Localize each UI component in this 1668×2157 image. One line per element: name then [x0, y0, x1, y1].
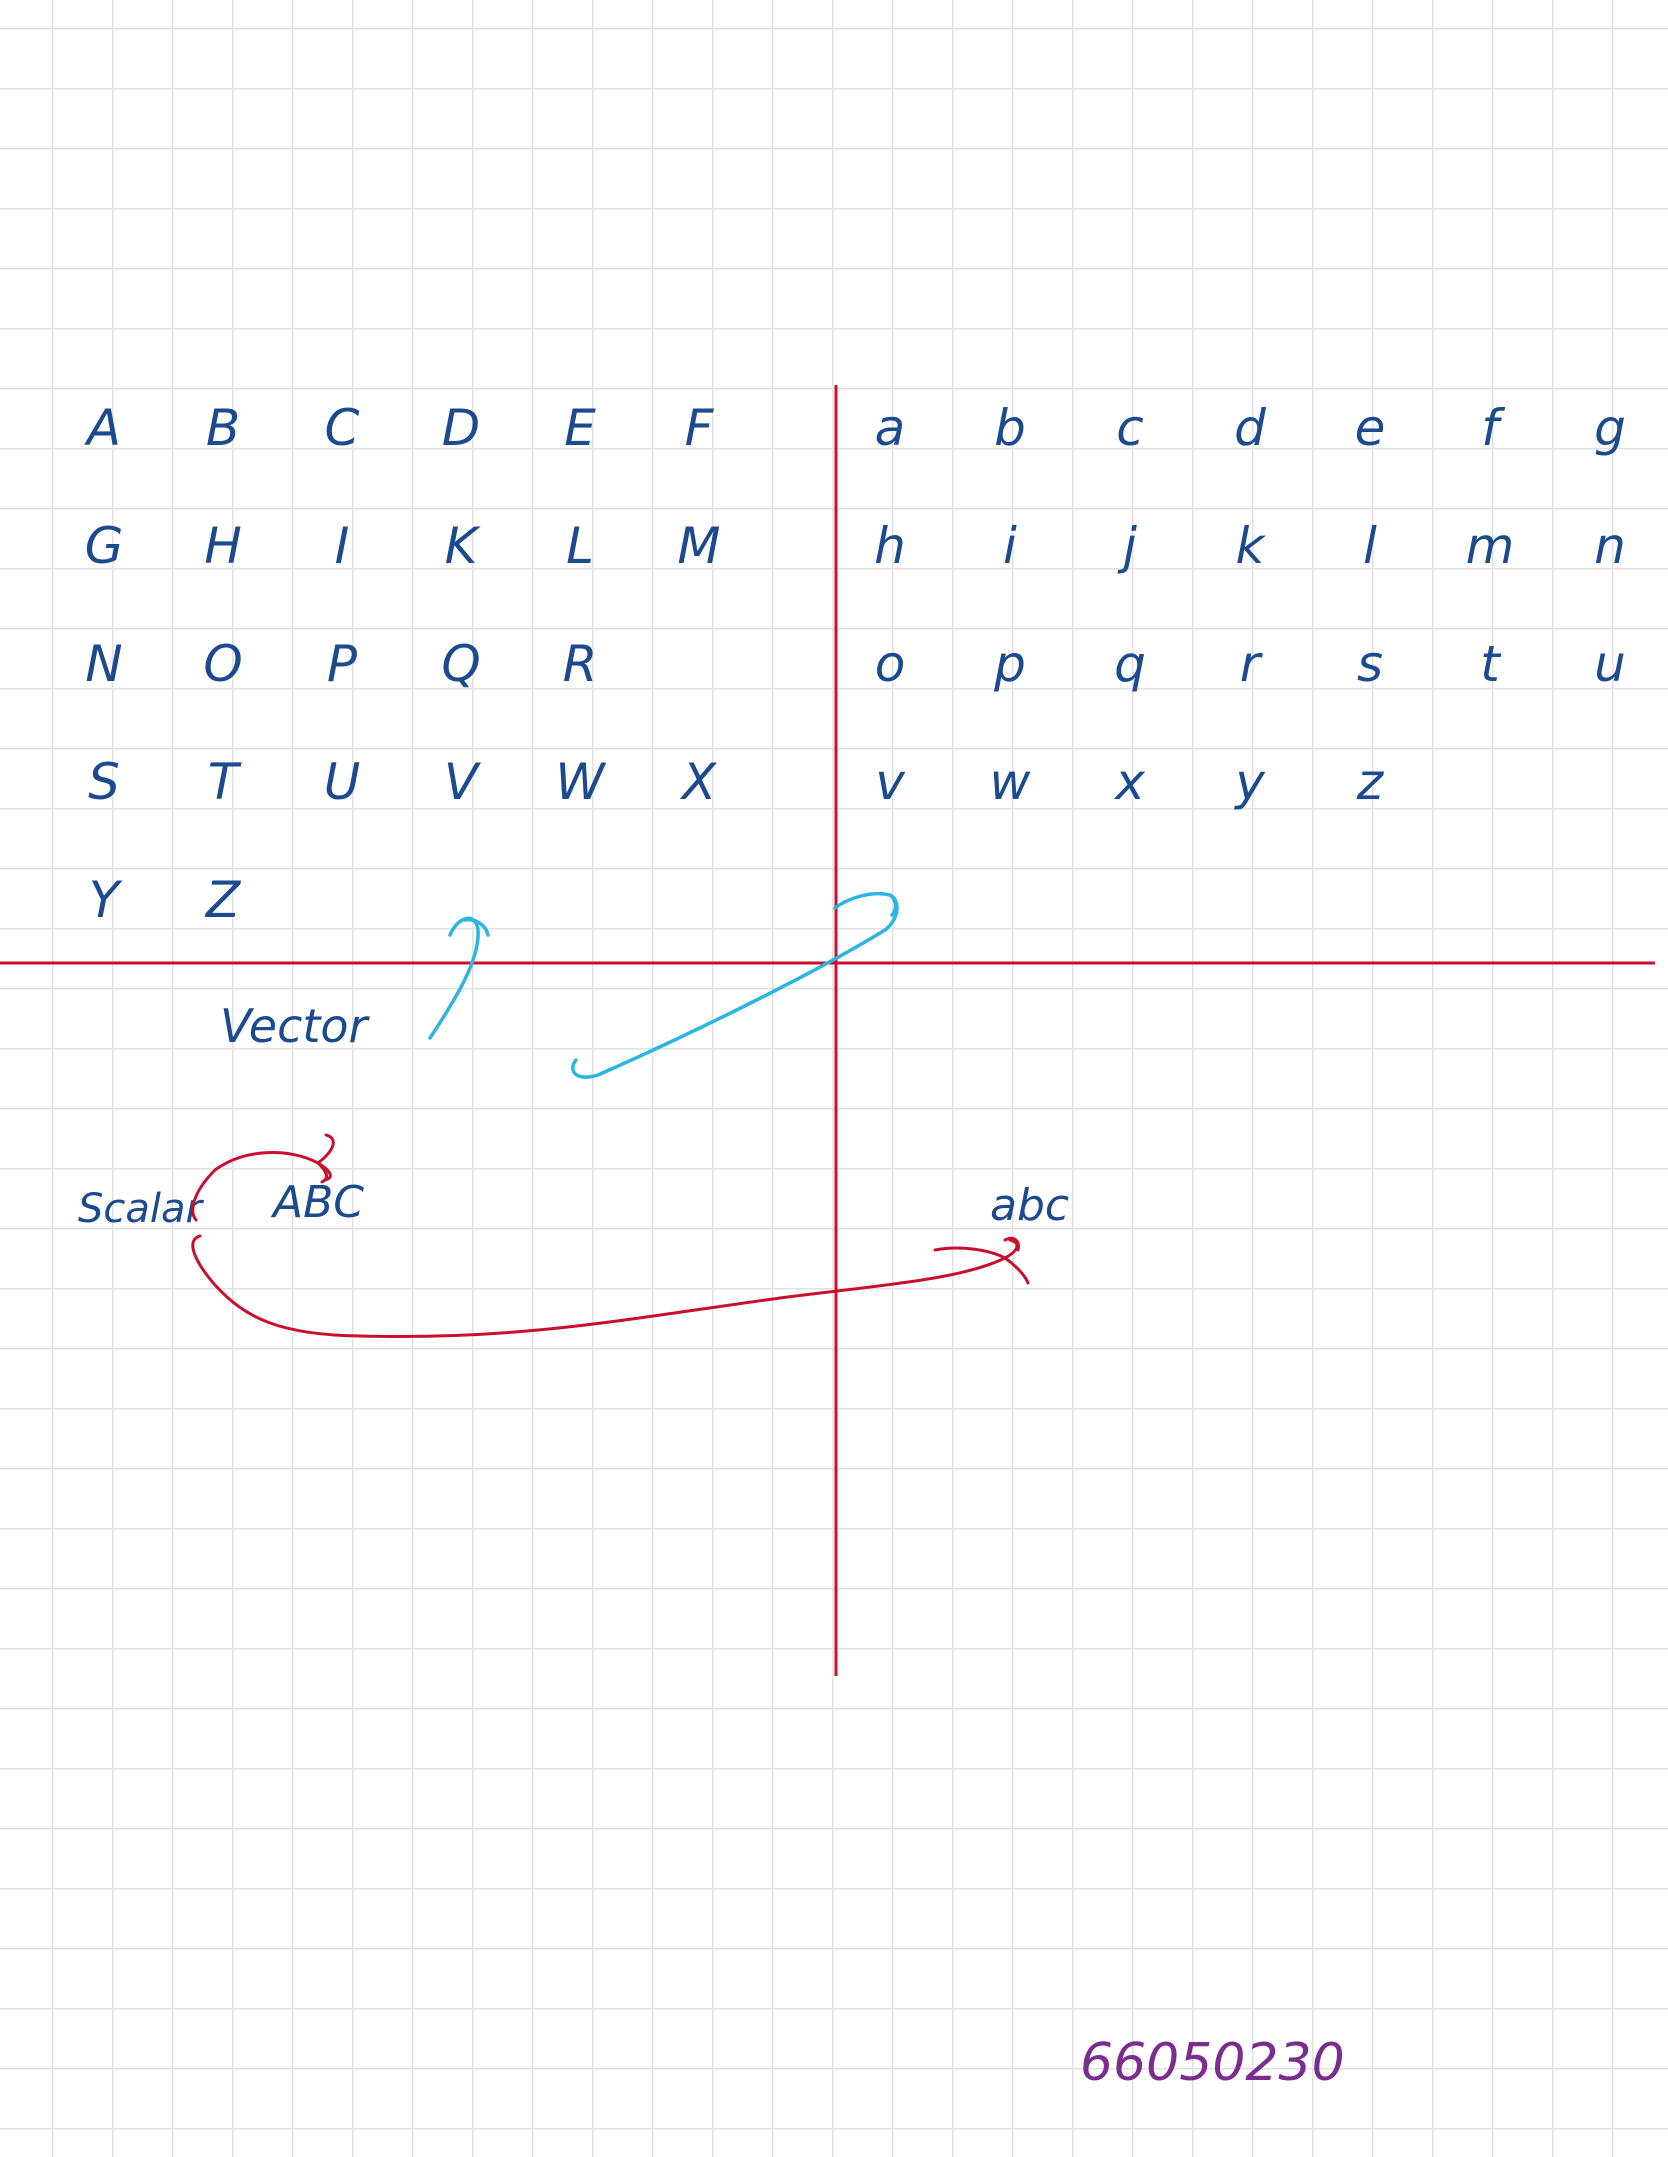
uppercase-letter-E: E	[564, 399, 596, 457]
lowercase-letter-h: h	[874, 517, 906, 575]
uppercase-letter-U: U	[324, 753, 361, 811]
uppercase-letter-W: W	[555, 753, 606, 811]
uppercase-letter-I: I	[335, 517, 350, 575]
lowercase-letter-d: d	[1234, 399, 1266, 457]
scalar-example-text: ABC	[270, 1177, 364, 1228]
uppercase-letter-C: C	[325, 399, 360, 457]
lowercase-letter-y: y	[1233, 753, 1266, 811]
uppercase-letter-X: X	[679, 753, 718, 811]
lowercase-letter-j: j	[1117, 517, 1137, 575]
uppercase-letter-Y: Y	[89, 871, 123, 929]
uppercase-letter-D: D	[442, 399, 481, 457]
lowercase-letter-i: i	[1003, 517, 1017, 575]
uppercase-letter-F: F	[685, 399, 715, 457]
lowercase-letter-g: g	[1594, 399, 1626, 457]
uppercase-letter-V: V	[444, 753, 482, 811]
uppercase-letter-R: R	[563, 635, 598, 693]
vector-label: Vector	[220, 999, 371, 1053]
lowercase-letter-x: x	[1113, 753, 1145, 811]
uppercase-letter-Z: Z	[204, 871, 242, 929]
lowercase-letter-e: e	[1355, 399, 1386, 457]
lowercase-letter-l: l	[1363, 517, 1377, 575]
lowercase-letter-f: f	[1481, 399, 1505, 457]
lowercase-letter-q: q	[1114, 635, 1146, 693]
lowercase-letter-n: n	[1594, 517, 1626, 575]
uppercase-alphabet-grid: A B C D E F G H I K L M N O P Q R S T U V W X Y Z	[84, 399, 721, 929]
uppercase-letter-O: O	[203, 635, 242, 693]
lowercase-letter-b: b	[994, 399, 1026, 457]
uppercase-letter-Q: Q	[441, 635, 480, 693]
student-id: 66050230	[1080, 2033, 1345, 2093]
lowercase-letter-v: v	[875, 753, 906, 811]
uppercase-letter-G: G	[85, 517, 124, 575]
vector-arrow-long	[571, 892, 899, 1079]
lowercase-letter-o: o	[875, 635, 906, 693]
uppercase-letter-P: P	[327, 635, 358, 693]
uppercase-letter-S: S	[88, 753, 120, 811]
uppercase-letter-B: B	[206, 399, 240, 457]
lowercase-alphabet-grid: a b c d e f g h i j k l m n o p q r s t u v w x y z	[874, 399, 1626, 811]
uppercase-letter-K: K	[445, 517, 482, 575]
lowercase-letter-p: p	[993, 635, 1026, 693]
vector-arrow-short	[428, 916, 490, 1040]
scalar-bottom-arrow	[191, 1234, 1030, 1339]
lowercase-letter-a: a	[875, 399, 906, 457]
uppercase-letter-L: L	[566, 517, 594, 575]
lowercase-letter-r: r	[1240, 635, 1264, 693]
uppercase-letter-N: N	[85, 635, 122, 693]
scalar-top-arc	[191, 1133, 335, 1222]
lowercase-letter-z: z	[1356, 753, 1385, 811]
lowercase-letter-c: c	[1116, 399, 1144, 457]
lowercase-letter-w: w	[990, 753, 1031, 811]
lowercase-letter-s: s	[1357, 635, 1383, 693]
uppercase-letter-A: A	[84, 399, 121, 457]
uppercase-letter-T: T	[208, 753, 242, 811]
lowercase-letter-k: k	[1236, 517, 1267, 575]
scalar-label: Scalar	[78, 1186, 205, 1232]
lowercase-letter-u: u	[1594, 635, 1626, 693]
lowercase-letter-t: t	[1480, 635, 1502, 693]
lowercase-example-text: abc	[990, 1180, 1069, 1231]
uppercase-letter-H: H	[204, 517, 242, 575]
lowercase-letter-m: m	[1466, 517, 1515, 575]
uppercase-letter-M: M	[677, 517, 720, 575]
